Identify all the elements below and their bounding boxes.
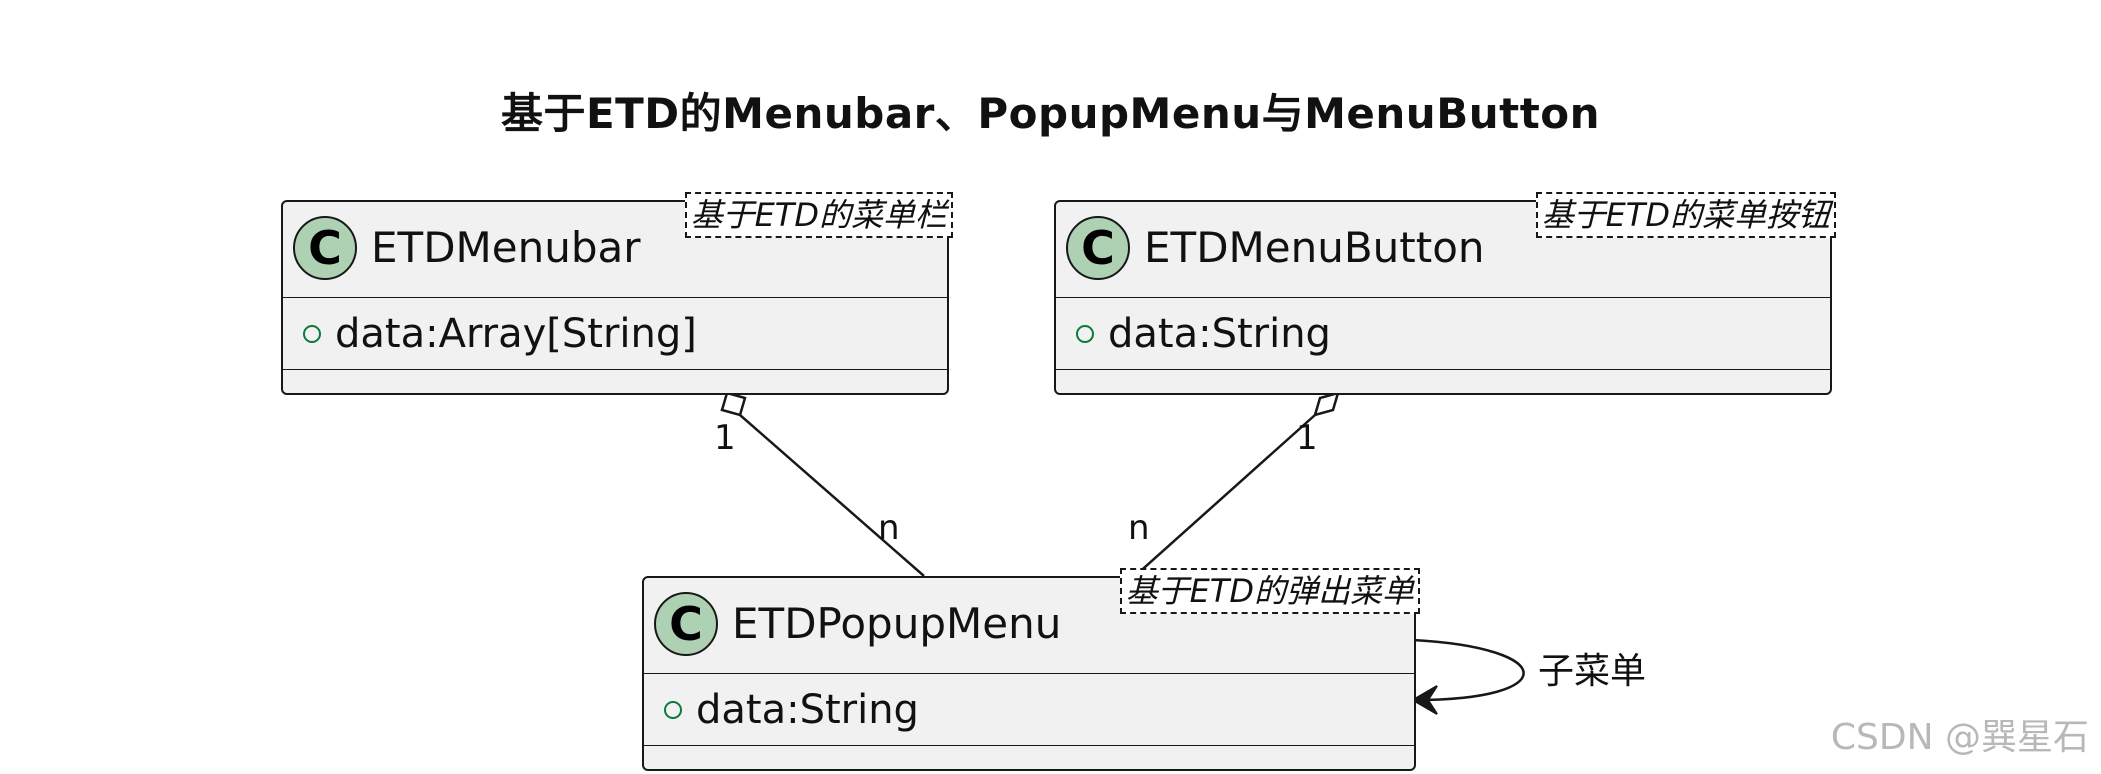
stereotype-label: 基于ETD的菜单栏 — [684, 192, 953, 238]
class-header: C ETDMenubar — [283, 202, 947, 298]
aggregation-diamond-menubutton — [1313, 391, 1340, 417]
class-fields: data:Array[String] — [283, 297, 947, 370]
diagram-title: 基于ETD的Menubar、PopupMenu与MenuButton — [500, 89, 1601, 138]
class-name: ETDPopupMenu — [732, 599, 1062, 648]
field-text: data:String — [696, 687, 919, 733]
aggregation-diamond-menubar — [720, 391, 747, 417]
class-etdmenubutton[interactable]: C ETDMenuButton data:String 基于ETD的菜单按钮 — [1054, 192, 1836, 395]
watermark: CSDN @巽星石 — [1830, 717, 2089, 758]
multiplicity-menubar-target: n — [878, 508, 900, 548]
self-association-line — [1412, 638, 1525, 702]
field-text: data:String — [1108, 311, 1331, 357]
class-header: C ETDPopupMenu — [644, 578, 1414, 674]
self-association-arrowhead — [1411, 685, 1438, 715]
class-fields: data:String — [644, 673, 1414, 746]
self-association-label: 子菜单 — [1538, 651, 1647, 692]
public-visibility-icon — [664, 701, 682, 719]
multiplicity-menubutton-target: n — [1128, 508, 1150, 548]
field-row: data:String — [1076, 309, 1331, 359]
class-etdpopupmenu[interactable]: C ETDPopupMenu data:String 基于ETD的弹出菜单 — [642, 568, 1420, 771]
class-fields: data:String — [1056, 297, 1830, 370]
class-name: ETDMenuButton — [1144, 223, 1485, 272]
stereotype-label: 基于ETD的菜单按钮 — [1535, 192, 1836, 238]
field-row: data:Array[String] — [303, 309, 697, 359]
class-spot-icon: C — [1066, 216, 1130, 280]
class-spot-icon: C — [293, 216, 357, 280]
class-spot-icon: C — [654, 592, 718, 656]
field-row: data:String — [664, 685, 919, 735]
field-text: data:Array[String] — [335, 311, 697, 357]
class-etdmenubar[interactable]: C ETDMenubar data:Array[String] 基于ETD的菜单… — [281, 192, 953, 395]
aggregation-line-menubar-popup — [739, 414, 925, 577]
aggregation-line-menubutton-popup — [1134, 414, 1316, 577]
class-name: ETDMenubar — [371, 223, 641, 272]
multiplicity-menubar-source: 1 — [714, 418, 736, 458]
multiplicity-menubutton-source: 1 — [1296, 418, 1318, 458]
public-visibility-icon — [303, 325, 321, 343]
public-visibility-icon — [1076, 325, 1094, 343]
class-header: C ETDMenuButton — [1056, 202, 1830, 298]
stereotype-label: 基于ETD的弹出菜单 — [1119, 568, 1420, 614]
